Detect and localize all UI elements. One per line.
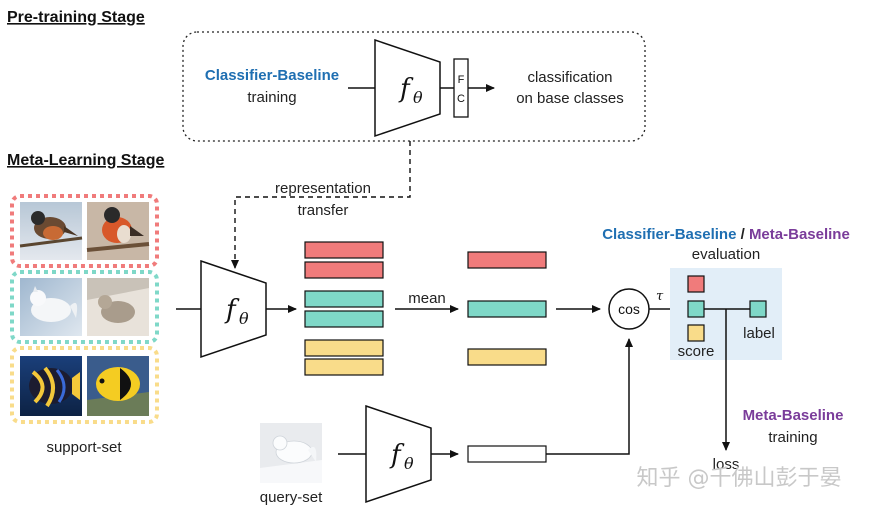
representation-transfer-line1: representation <box>275 180 371 197</box>
feature-red-1 <box>304 241 384 259</box>
support-image-bird-2 <box>86 202 150 260</box>
support-encoder-trapezoid <box>200 259 267 359</box>
support-encoder-theta: θ <box>239 309 249 328</box>
query-image-fox <box>260 423 322 483</box>
tau-label: τ <box>656 289 664 304</box>
cos-label: cos <box>618 301 640 317</box>
evaluation-label: evaluation <box>692 246 760 263</box>
support-image-bird-1 <box>19 202 83 260</box>
feature-teal-1 <box>304 290 384 308</box>
pretrain-classifier-baseline-label: Classifier-Baseline <box>205 67 339 84</box>
query-set-label: query-set <box>260 489 323 506</box>
feature-yellow-2 <box>304 358 384 376</box>
meta-learning-stage-title: Meta-Learning Stage <box>7 152 164 169</box>
feature-teal-2 <box>304 310 384 328</box>
pretraining-dotted-box <box>182 31 646 142</box>
fc-letter-c: C <box>457 93 465 105</box>
score-label: score <box>678 343 715 360</box>
training-meta-baseline-label: Meta-Baseline <box>743 407 844 424</box>
query-feature <box>467 445 547 463</box>
query-to-cos-arrow <box>546 338 633 455</box>
pretraining-stage-title: Pre-training Stage <box>7 9 145 26</box>
pretrain-training-label: training <box>247 89 296 106</box>
fc-letter-f: F <box>458 74 465 86</box>
loss-label: loss <box>713 456 740 473</box>
support-image-fox-2 <box>87 278 149 336</box>
prototype-yellow <box>467 348 547 366</box>
eval-slash: / <box>736 226 749 243</box>
classification-output-line2: on base classes <box>516 90 624 107</box>
eval-classifier-baseline-label: Classifier-Baseline <box>602 226 736 243</box>
query-encoder-theta: θ <box>404 454 414 473</box>
score-teal <box>687 300 705 318</box>
prototype-red <box>467 251 547 269</box>
query-encoder-trapezoid <box>365 404 432 504</box>
pretrain-encoder-trapezoid <box>374 38 441 138</box>
label-text: label <box>743 325 775 342</box>
support-set-label: support-set <box>46 439 122 456</box>
score-red <box>687 275 705 293</box>
eval-header: Classifier-Baseline / Meta-Baseline <box>602 226 850 243</box>
eval-meta-baseline-label: Meta-Baseline <box>749 226 850 243</box>
support-class-yellow-frame <box>10 346 159 424</box>
mean-label: mean <box>408 290 446 307</box>
representation-transfer-arrow <box>231 141 411 269</box>
representation-transfer-line2: transfer <box>298 202 349 219</box>
feature-red-2 <box>304 261 384 279</box>
classification-output-line1: classification <box>527 69 612 86</box>
fc-layer-box <box>453 58 469 118</box>
support-image-fish-2 <box>87 356 149 416</box>
training-label: training <box>768 429 817 446</box>
prototype-teal <box>467 300 547 318</box>
support-class-red-frame <box>10 194 159 268</box>
pretrain-encoder-theta: θ <box>413 88 423 107</box>
support-image-fox-1 <box>20 278 82 336</box>
score-yellow <box>687 324 705 342</box>
support-class-teal-frame <box>10 270 159 344</box>
label-box <box>749 300 767 318</box>
feature-yellow-1 <box>304 339 384 357</box>
watermark: 知乎 @千佛山彭于晏 <box>637 466 842 491</box>
support-image-fish-1 <box>20 356 82 416</box>
